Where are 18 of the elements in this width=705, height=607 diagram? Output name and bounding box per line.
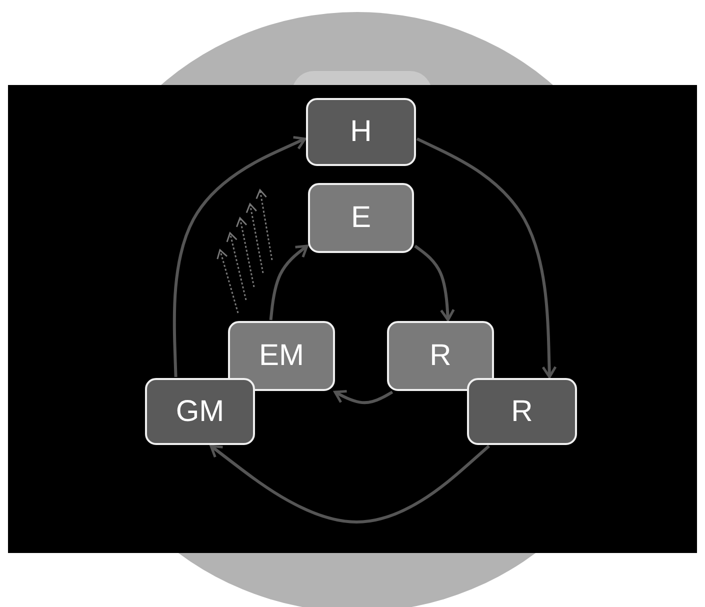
node-label: R <box>430 341 452 371</box>
rounded-box <box>308 183 414 253</box>
node-label: E <box>350 203 371 233</box>
rounded-box <box>387 321 494 391</box>
arrow <box>416 137 557 378</box>
arrow <box>172 136 306 378</box>
rounded-box <box>306 98 416 166</box>
arrow <box>334 390 394 404</box>
rounded-box <box>228 321 335 391</box>
node-label: GM <box>176 396 224 426</box>
rounded-box <box>467 378 577 445</box>
arrow <box>414 244 455 322</box>
arrow <box>210 444 490 524</box>
node-label: R <box>511 396 533 426</box>
arrow <box>269 244 308 320</box>
node-label: EM <box>259 341 304 371</box>
node-label: H <box>350 117 372 147</box>
rounded-box <box>145 378 255 445</box>
